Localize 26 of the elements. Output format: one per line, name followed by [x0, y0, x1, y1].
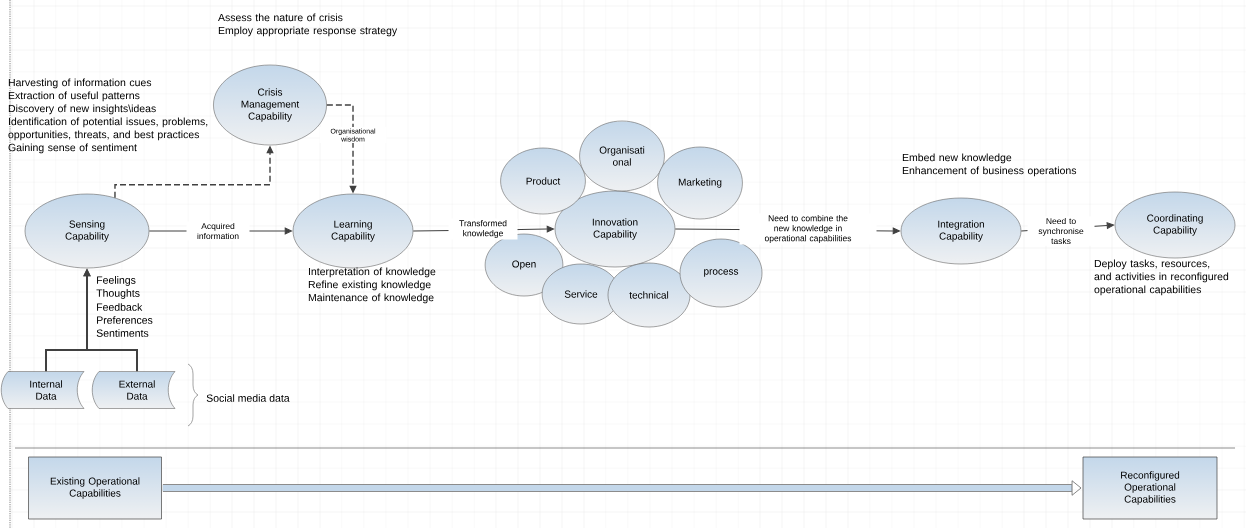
annotation-text: Assess the nature of crisis [218, 13, 343, 22]
annotation-text: Enhancement of business operations [902, 166, 1077, 177]
edge-label: Acquired information [186, 221, 250, 241]
edge-label: Need to synchronise tasks [1027, 216, 1095, 246]
annotation-text: Maintenance of knowledge [308, 293, 434, 304]
process-box: Reconfigured Operational Capabilities [1082, 456, 1218, 520]
annotation-text: Social media data [206, 394, 290, 402]
annotation-text: Deploy tasks, resources, and activities in reconfigured operational capabilities [1094, 259, 1229, 296]
edge-label: Transformed knowledge [448, 218, 518, 240]
annotation-text: Harvesting of information cues [8, 78, 152, 89]
annotation-text: Feelings [97, 276, 136, 286]
process-box: Existing Operational Capabilities [28, 456, 162, 520]
annotation-text: Thoughts [96, 289, 140, 299]
block-arrow [162, 480, 1082, 496]
annotation-text: Embed new knowledge [902, 153, 1012, 164]
annotation-text: Extraction of useful patterns [8, 91, 140, 102]
annotation-text: Interpretation of knowledge [309, 267, 436, 278]
annotation-text: Gaining sense of sentiment [8, 143, 137, 154]
annotation-text: Identification of potential issues, problems, opportunities, threats, and best practices [8, 117, 208, 141]
annotation-text: Feedback [97, 303, 143, 311]
annotation-text: Discovery of new insights\ideas [8, 104, 156, 115]
annotation-text: Sentiments [96, 329, 149, 337]
annotation-text: Refine existing knowledge [308, 280, 431, 291]
annotation-text: Employ appropriate response strategy [218, 26, 398, 37]
edge-label: Need to combine the new knowledge in operational capabilities [739, 213, 877, 245]
annotation-text: Preferences [97, 316, 153, 324]
